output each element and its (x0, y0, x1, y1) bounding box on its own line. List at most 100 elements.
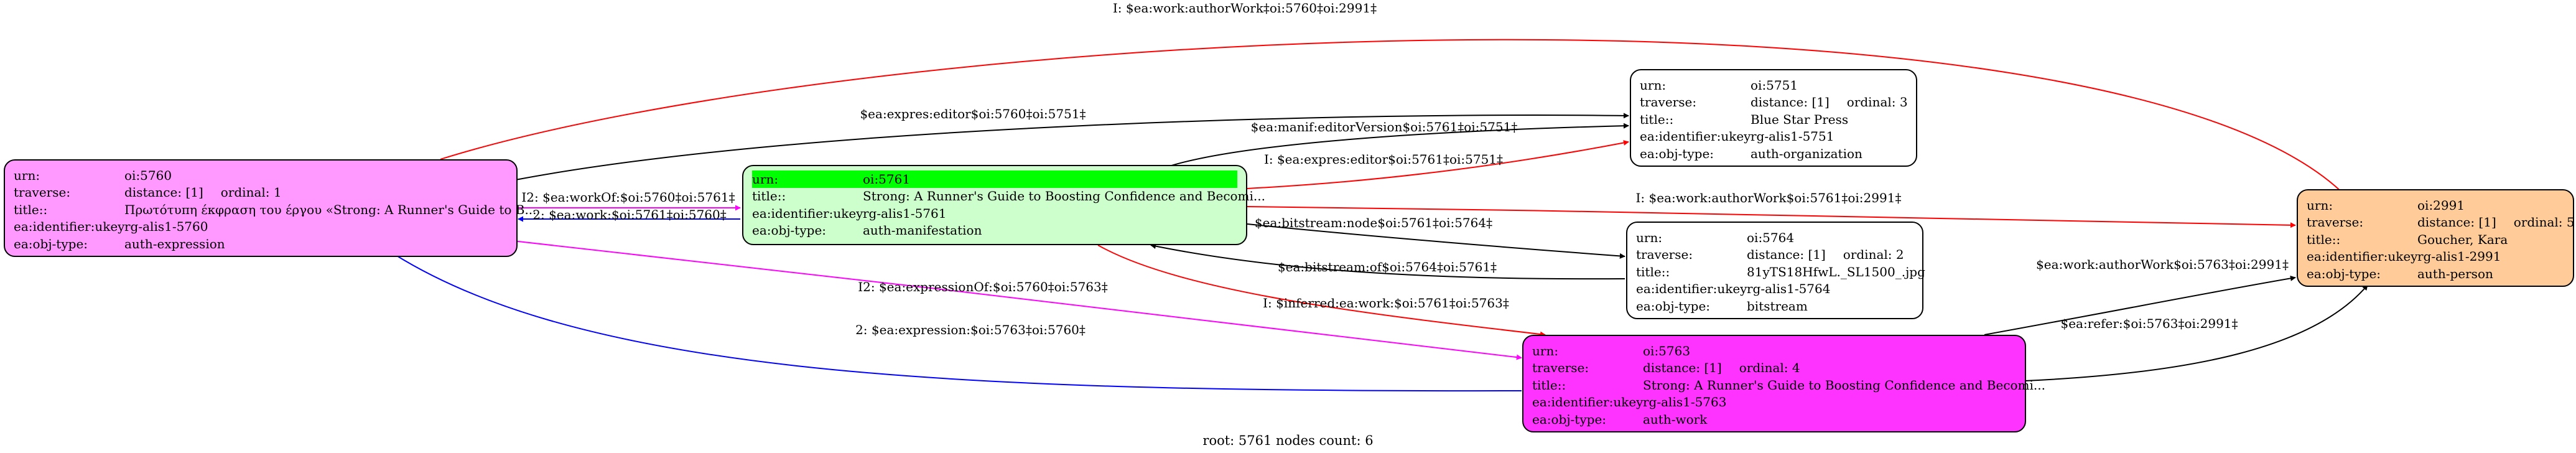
node-urn-value: oi:5760 (124, 167, 172, 183)
node-urn-value: oi:5751 (1751, 77, 1798, 93)
node-row-urn: urn: oi:5760 (14, 167, 508, 184)
node-row-obj-type: ea:obj-type: auth-work (1532, 411, 2016, 428)
node-identifier-value: rg-alis1-5751 (1751, 129, 1834, 144)
edge-label-expression-5763-5760: 2: $ea:expression:$oi:5763‡oi:5760‡ (855, 322, 1086, 337)
edge-label-bitstream-node-5761-5764: $ea:bitstream:node$oi:5761‡oi:5764‡ (1255, 215, 1492, 230)
node-title-value: Strong: A Runner's Guide to Boosting Con… (1643, 377, 2045, 393)
node-ordinal-value: ordinal: 3 (1846, 95, 1908, 110)
field-label-urn: urn: (1532, 343, 1559, 358)
node-ordinal-value: ordinal: 1 (220, 185, 282, 200)
field-label-obj-type: ea:obj-type: (1532, 411, 1607, 427)
field-label-obj-type: ea:obj-type: (1636, 298, 1711, 314)
edge-inferred-expres-editor-5761-5751 (1247, 140, 1629, 189)
node-row-identifier: ea:identifier:ukey rg-alis1-5764 (1636, 281, 1913, 298)
edge-expression-of-5760-5763 (485, 237, 1522, 360)
node-obj-type-value: auth-manifestation (863, 223, 982, 238)
field-label-urn: urn: (14, 167, 40, 183)
field-label-title: title:: (1636, 264, 1670, 279)
node-row-urn-highlighted: urn: oi:5761 (752, 170, 1237, 188)
edge-author-work-5760-2991 (440, 39, 2347, 197)
node-identifier-value: rg-alis1-5760 (124, 219, 208, 235)
node-row-traverse: traverse: distance: [1]ordinal: 5 (2307, 214, 2575, 231)
node-row-title: title:: Blue Star Press (1640, 111, 1907, 128)
node-distance-value: distance: [1] (1643, 360, 1722, 376)
field-label-obj-type: ea:obj-type: (2307, 266, 2381, 281)
field-label-identifier: ea:identifier:ukey (1640, 129, 1751, 144)
node-oi-5764[interactable]: urn: oi:5764 traverse: distance: [1]ordi… (1626, 222, 1925, 319)
field-label-urn: urn: (752, 171, 779, 187)
node-identifier-value: rg-alis1-2991 (2417, 249, 2501, 264)
node-row-traverse: traverse: distance: [1]ordinal: 3 (1640, 94, 1908, 111)
node-obj-type-value: bitstream (1747, 298, 1808, 314)
node-row-traverse: traverse: distance: [1]ordinal: 2 (1636, 246, 1913, 264)
graph-footer: root: 5761 nodes count: 6 (1202, 433, 1374, 448)
node-row-title: title:: 81yTS18HfwL._SL1500_.jpg (1636, 263, 1925, 281)
field-label-identifier: ea:identifier:ukey (752, 205, 863, 221)
field-label-traverse: traverse: (1532, 360, 1589, 376)
edge-label-expres-editor-5760-5751: $ea:expres:editor$oi:5760‡oi:5751‡ (860, 106, 1086, 121)
edge-label-bitstream-of-5764-5761: $ea:bitstream:of$oi:5764‡oi:5761‡ (1278, 259, 1497, 274)
node-row-urn: urn: oi:5764 (1636, 229, 1913, 246)
node-obj-type-value: auth-person (2417, 266, 2493, 281)
edge-label-refer-5763-2991: $ea:refer:$oi:5763‡oi:2991‡ (2060, 316, 2238, 331)
node-ordinal-value: ordinal: 4 (1739, 360, 1800, 376)
node-oi-2991[interactable]: urn: oi:2991 traverse: distance: [1]ordi… (2297, 189, 2575, 287)
field-label-urn: urn: (1636, 230, 1663, 245)
field-label-obj-type: ea:obj-type: (1640, 146, 1714, 161)
node-oi-5761-root[interactable]: urn: oi:5761 title:: Strong: A Runner's … (742, 165, 1265, 245)
node-identifier-value: rg-alis1-5763 (1643, 395, 1727, 410)
edge-bitstream-of-5764-5761 (1150, 243, 1625, 280)
edge-inferred-work-5761-5763 (1097, 245, 1546, 337)
node-row-title: title:: Strong: A Runner's Guide to Boos… (1532, 376, 2045, 394)
node-distance-value: distance: [1] (124, 185, 203, 200)
node-obj-type-value: auth-organization (1751, 146, 1862, 161)
edge-bitstream-node-5761-5764 (1247, 223, 1625, 259)
field-label-traverse: traverse: (14, 185, 71, 200)
node-row-title: title:: Goucher, Kara (2307, 231, 2564, 248)
node-row-traverse: traverse: distance: [1] ordinal: 1 (14, 184, 508, 202)
edge-label-expression-of-5760-5763: I2: $ea:expressionOf:$oi:5760‡oi:5763‡ (858, 279, 1108, 294)
edge-refer-5763-2991 (2024, 284, 2368, 381)
edge-label-author-work-5760-2991: I: $ea:work:authorWork‡oi:5760‡oi:2991‡ (1113, 1, 1377, 16)
node-oi-5751[interactable]: urn: oi:5751 traverse: distance: [1]ordi… (1630, 69, 1917, 167)
field-label-traverse: traverse: (2307, 215, 2364, 230)
node-row-obj-type: ea:obj-type: auth-manifestation (752, 222, 1237, 240)
node-title-value: 81yTS18HfwL._SL1500_.jpg (1747, 264, 1925, 279)
node-row-urn: urn: oi:2991 (2307, 197, 2564, 214)
node-obj-type-value: auth-work (1643, 411, 1708, 427)
node-row-obj-type: ea:obj-type: auth-organization (1640, 145, 1907, 162)
node-row-obj-type: ea:obj-type: auth-expression (14, 235, 508, 253)
field-label-title: title:: (752, 189, 786, 204)
node-distance-value: distance: [1] (2417, 215, 2496, 230)
field-label-identifier: ea:identifier:ukey (1532, 395, 1644, 410)
node-urn-value: oi:5764 (1747, 230, 1795, 245)
edge-label-author-work-5761-2991: I: $ea:work:authorWork$oi:5761‡oi:2991‡ (1636, 190, 1902, 205)
node-ordinal-value: ordinal: 2 (1843, 247, 1904, 263)
node-row-title: title:: Strong: A Runner's Guide to Boos… (752, 188, 1265, 205)
node-row-identifier: ea:identifier:ukey rg-alis1-5763 (1532, 394, 2016, 411)
edge-label-inferred-expres-editor-5761-5751: I: $ea:expres:editor$oi:5761‡oi:5751‡ (1264, 152, 1503, 167)
edge-label-manif-editor-version-5761-5751: $ea:manif:editorVersion$oi:5761‡oi:5751‡ (1251, 119, 1518, 134)
field-label-identifier: ea:identifier:ukey (2307, 249, 2418, 264)
field-label-title: title:: (1532, 377, 1566, 393)
node-title-value: Πρωτότυπη έκφραση του έργου «Strong: A R… (124, 202, 537, 217)
node-urn-value: oi:5761 (863, 171, 911, 187)
node-obj-type-value: auth-expression (124, 236, 225, 251)
node-oi-5763[interactable]: urn: oi:5763 traverse: distance: [1]ordi… (1522, 335, 2045, 432)
node-row-identifier: ea:identifier:ukey rg-alis1-5760 (14, 218, 508, 236)
field-label-title: title:: (14, 202, 48, 217)
field-label-obj-type: ea:obj-type: (14, 236, 88, 251)
edge-expression-5763-5760 (373, 240, 1522, 392)
edge-expres-editor-5760-5751 (515, 113, 1629, 180)
edge-author-work-5763-2991 (1984, 275, 2296, 335)
edge-label-work-5761-5760: 2: $ea:work:$oi:5761‡oi:5760‡ (532, 207, 727, 222)
field-label-traverse: traverse: (1636, 247, 1693, 263)
node-row-obj-type: ea:obj-type: bitstream (1636, 297, 1913, 315)
node-title-value: Goucher, Kara (2417, 231, 2508, 247)
node-oi-5760[interactable]: urn: oi:5760 traverse: distance: [1] ordi… (4, 159, 537, 257)
field-label-traverse: traverse: (1640, 95, 1697, 110)
field-label-title: title:: (1640, 111, 1674, 127)
field-label-urn: urn: (1640, 77, 1667, 93)
node-row-urn: urn: oi:5751 (1640, 77, 1907, 94)
